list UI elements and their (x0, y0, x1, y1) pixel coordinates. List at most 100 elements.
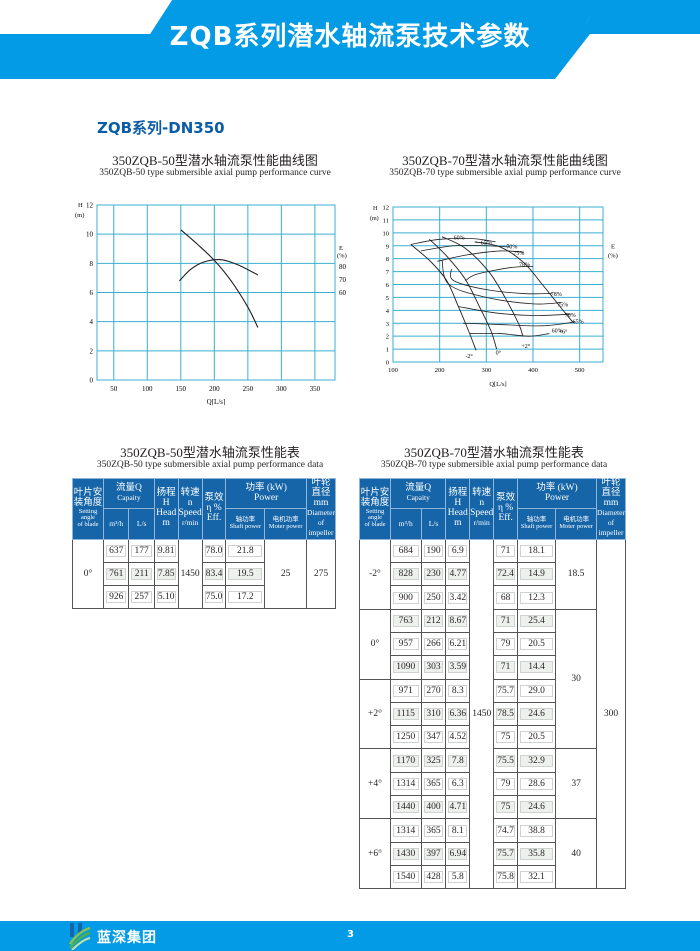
data-cell: 75.8 (493, 864, 518, 890)
data-cell: 8.1 (445, 818, 471, 843)
speed-cell: 1450 (469, 538, 495, 890)
col-flow-m3h: m³/h (390, 508, 422, 540)
data-cell: 250 (420, 585, 447, 610)
angle-cell: -2° (359, 538, 391, 610)
data-cell: 400 (420, 795, 447, 820)
efficiency-curve (462, 321, 576, 327)
y-tick-label: 11 (383, 217, 389, 224)
data-cell: 75.0 (201, 584, 227, 609)
data-cell: 397 (420, 841, 447, 866)
efficiency-curve (420, 244, 510, 252)
efficiency-label: 78% (519, 262, 530, 268)
y-tick-label: 5 (386, 295, 389, 302)
motor-cell: 30 (555, 608, 597, 750)
data-cell: 1540 (390, 864, 422, 890)
data-cell: 14.9 (516, 562, 557, 587)
data-cell: 428 (420, 864, 447, 890)
x-axis-label: Q[L/s] (489, 381, 506, 388)
data-cell: 7.8 (445, 748, 471, 773)
data-cell: 78.0 (201, 538, 227, 563)
data-cell: 83.4 (201, 561, 227, 586)
y2-tick-label: 70 (339, 276, 347, 284)
data-cell: 212 (420, 608, 447, 634)
y-axis-label: H (373, 206, 378, 212)
data-cell: 4.77 (445, 562, 471, 587)
efficiency-curve (441, 259, 562, 305)
data-cell: 32.1 (516, 864, 557, 890)
blade-angle-curve (429, 238, 498, 350)
series-h-q (180, 229, 259, 328)
y-tick-label: 10 (383, 230, 390, 237)
data-cell: 1250 (390, 725, 422, 750)
angle-cell: 0° (72, 538, 104, 609)
data-cell: 8.3 (445, 678, 471, 703)
motor-cell: 37 (555, 748, 597, 820)
data-cell: 1115 (390, 701, 422, 727)
data-cell: 957 (390, 631, 422, 657)
wave-logo-icon (68, 923, 91, 950)
data-cell: 14.4 (516, 655, 557, 680)
data-cell: 684 (390, 538, 422, 564)
data-cell: 24.6 (516, 701, 557, 727)
col-flow-m3h: m³/h (102, 508, 130, 540)
efficiency-curve (469, 332, 550, 337)
x-tick-label: 50 (110, 385, 118, 393)
data-cell: 5.8 (445, 864, 471, 890)
data-cell: 5.10 (153, 584, 179, 609)
y-tick-label: 10 (86, 231, 94, 239)
data-cell: 4.52 (445, 725, 471, 750)
data-cell: 3.59 (445, 655, 471, 680)
data-cell: 6.9 (445, 538, 471, 564)
blade-angle-label: +6° (559, 329, 568, 336)
efficiency-label: 60% (454, 235, 465, 241)
data-cell: 20.5 (516, 631, 557, 657)
data-cell: 6.94 (445, 841, 471, 866)
data-cell: 78.5 (493, 701, 518, 727)
data-cell: 74.7 (493, 818, 518, 843)
data-cell: 270 (420, 678, 447, 703)
y-tick-label: 0 (90, 377, 94, 385)
y-tick-label: 9 (386, 243, 389, 250)
x-tick-label: 300 (276, 385, 287, 393)
data-cell: 24.6 (516, 795, 557, 820)
data-cell: 6.21 (445, 631, 471, 657)
data-cell: 7.85 (153, 561, 179, 586)
y-tick-label: 12 (383, 205, 390, 212)
efficiency-label: 65% (481, 240, 492, 246)
blade-angle-curve (410, 244, 477, 351)
y2-axis-unit: (%) (608, 252, 618, 259)
data-cell: 365 (420, 818, 447, 843)
data-cell: 763 (390, 608, 422, 634)
data-cell: 71 (493, 655, 518, 680)
efficiency-curve (437, 250, 524, 262)
data-cell: 365 (420, 771, 447, 797)
data-cell: 25.4 (516, 608, 557, 634)
angle-cell: +2° (359, 678, 391, 750)
x-tick-label: 200 (435, 367, 445, 374)
data-cell: 6.3 (445, 771, 471, 797)
chart1-title: 350ZQB-50型潜水轴流泵性能曲线图 (112, 153, 318, 168)
data-cell: 266 (420, 631, 447, 657)
data-cell: 1090 (390, 655, 422, 680)
motor-cell: 18.5 (555, 538, 597, 610)
data-cell: 230 (420, 562, 447, 587)
data-cell: 1440 (390, 795, 422, 820)
y-axis-label: H (78, 202, 83, 209)
data-cell: 1170 (390, 748, 422, 773)
y-tick-label: 8 (90, 260, 94, 268)
efficiency-label: 65% (573, 319, 584, 325)
